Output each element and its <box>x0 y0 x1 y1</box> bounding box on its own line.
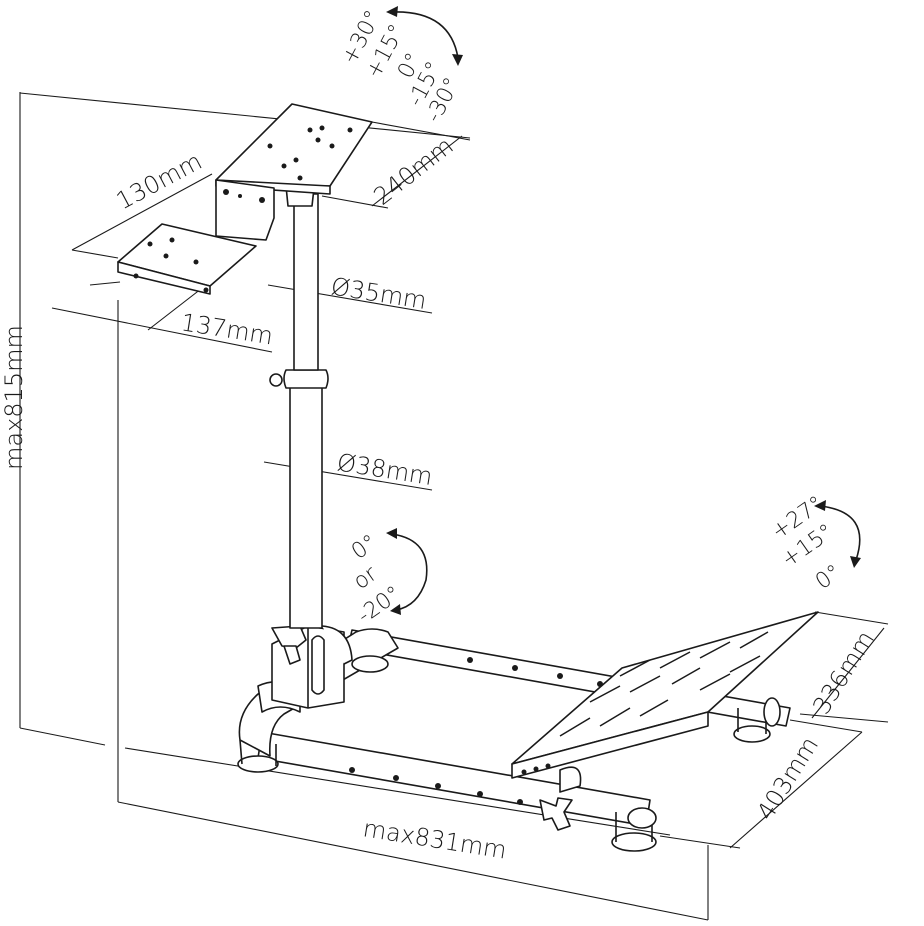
column-bracket <box>271 625 353 709</box>
rotation-arrows <box>386 6 861 615</box>
wheel-plate-label: 240mm <box>368 132 458 211</box>
pedal-angle-3: 0° <box>811 560 846 595</box>
dimension-lines <box>19 92 889 921</box>
angle-labels: +30° +15° 0° -15° -30° 0° or -20° +27° +… <box>337 6 846 629</box>
column-angle-1: 0° <box>347 530 382 565</box>
lower-tube-label: Ø38mm <box>335 448 434 491</box>
pedal-plate <box>511 611 819 831</box>
upper-tube-label: Ø35mm <box>329 272 428 315</box>
height-label: max815mm <box>0 325 28 470</box>
steering-column <box>269 180 329 629</box>
width-label: max831mm <box>361 814 508 864</box>
shifter-mount <box>117 179 275 295</box>
pedal-plate-label: 336mm <box>807 626 880 719</box>
wheel-plate <box>215 103 373 195</box>
shifter-width-label: 137mm <box>179 308 275 350</box>
depth-label: 403mm <box>751 732 824 825</box>
dimension-labels: max815mm max831mm 403mm 336mm 240mm 130m… <box>0 132 880 865</box>
shifter-depth-label: 130mm <box>112 147 207 215</box>
column-angle-or: or <box>349 561 383 595</box>
